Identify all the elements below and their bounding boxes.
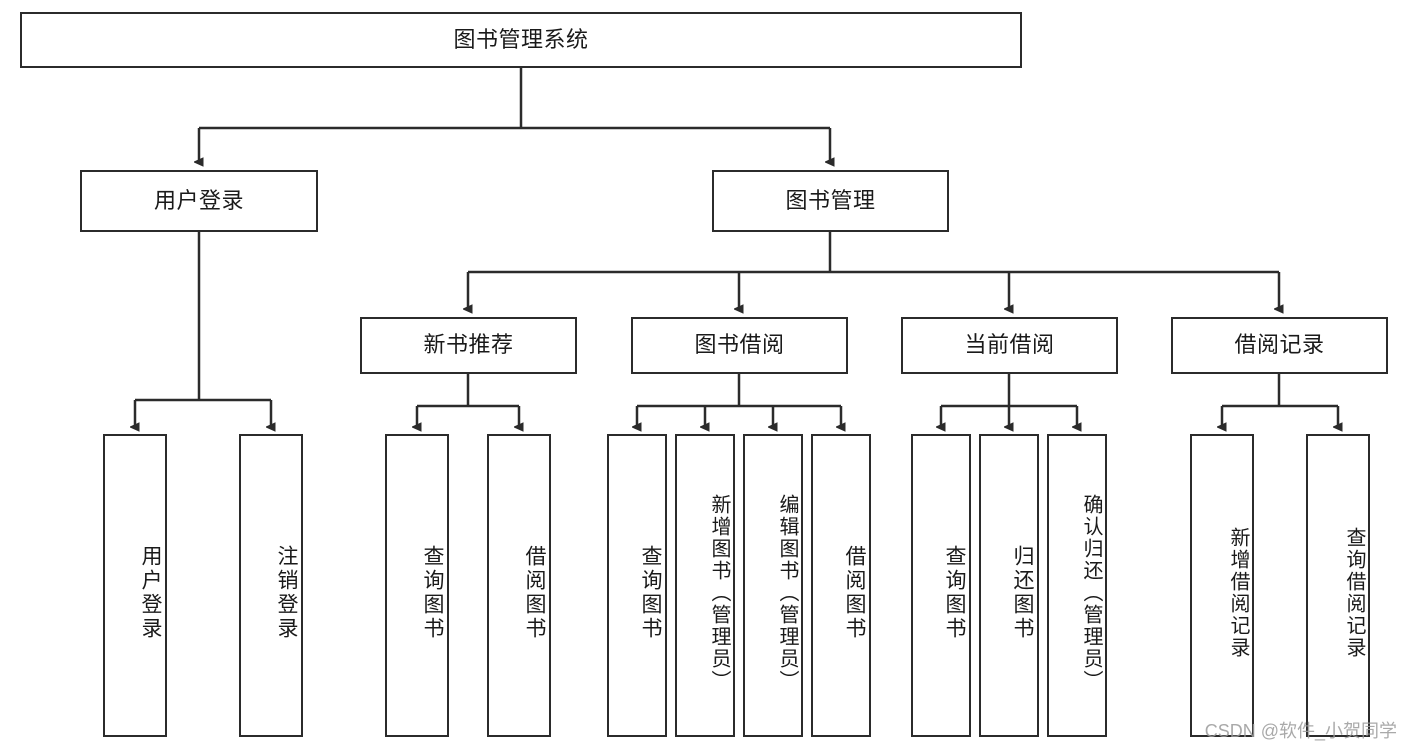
leaf-return-book[interactable]: 归还图书 (979, 434, 1039, 737)
node-label: 用户登录 (153, 187, 244, 213)
leaf-edit-book-admin[interactable]: 编辑图书（管理员） (743, 434, 803, 737)
node-label: 查询图书 (421, 544, 444, 641)
leaf-add-book-admin[interactable]: 新增图书（管理员） (675, 434, 735, 737)
node-label: 确认归还（管理员） (1080, 493, 1102, 692)
csdn-watermark: CSDN @软件_小贺同学 (1204, 721, 1397, 741)
node-current-borrow[interactable]: 当前借阅 (901, 317, 1118, 374)
node-label: 图书借阅 (694, 332, 785, 358)
leaf-query-book-current[interactable]: 查询图书 (911, 434, 971, 737)
node-new-book-recommend[interactable]: 新书推荐 (360, 317, 577, 374)
node-label: 新增图书（管理员） (708, 493, 730, 692)
node-label: 编辑图书（管理员） (776, 493, 798, 692)
node-label: 当前借阅 (964, 332, 1055, 358)
leaf-user-login[interactable]: 用户登录 (103, 434, 167, 737)
node-label: 查询图书 (639, 544, 662, 641)
node-book-borrow[interactable]: 图书借阅 (631, 317, 848, 374)
node-label: 注销登录 (275, 544, 298, 641)
node-label: 查询借阅记录 (1343, 526, 1365, 659)
node-label: 新增借阅记录 (1227, 526, 1249, 659)
node-label: 图书管理 (785, 187, 876, 213)
leaf-query-book-borrow[interactable]: 查询图书 (607, 434, 667, 737)
node-label: 用户登录 (139, 544, 162, 641)
node-label: 归还图书 (1011, 544, 1034, 641)
leaf-query-book-recommend[interactable]: 查询图书 (385, 434, 449, 737)
leaf-user-logout[interactable]: 注销登录 (239, 434, 303, 737)
leaf-query-borrow-record[interactable]: 查询借阅记录 (1306, 434, 1370, 737)
node-label: 图书管理系统 (453, 26, 589, 52)
node-label: 借阅记录 (1234, 332, 1325, 358)
node-book-management-system[interactable]: 图书管理系统 (20, 12, 1022, 68)
node-label: 新书推荐 (423, 332, 514, 358)
node-user-login[interactable]: 用户登录 (80, 170, 318, 232)
node-book-management[interactable]: 图书管理 (712, 170, 949, 232)
leaf-borrow-book-borrow[interactable]: 借阅图书 (811, 434, 871, 737)
node-borrow-record[interactable]: 借阅记录 (1171, 317, 1388, 374)
leaf-confirm-return-admin[interactable]: 确认归还（管理员） (1047, 434, 1107, 737)
leaf-borrow-book-recommend[interactable]: 借阅图书 (487, 434, 551, 737)
node-label: 借阅图书 (523, 544, 546, 641)
node-label: 查询图书 (943, 544, 966, 641)
leaf-add-borrow-record[interactable]: 新增借阅记录 (1190, 434, 1254, 737)
node-label: 借阅图书 (843, 544, 866, 641)
